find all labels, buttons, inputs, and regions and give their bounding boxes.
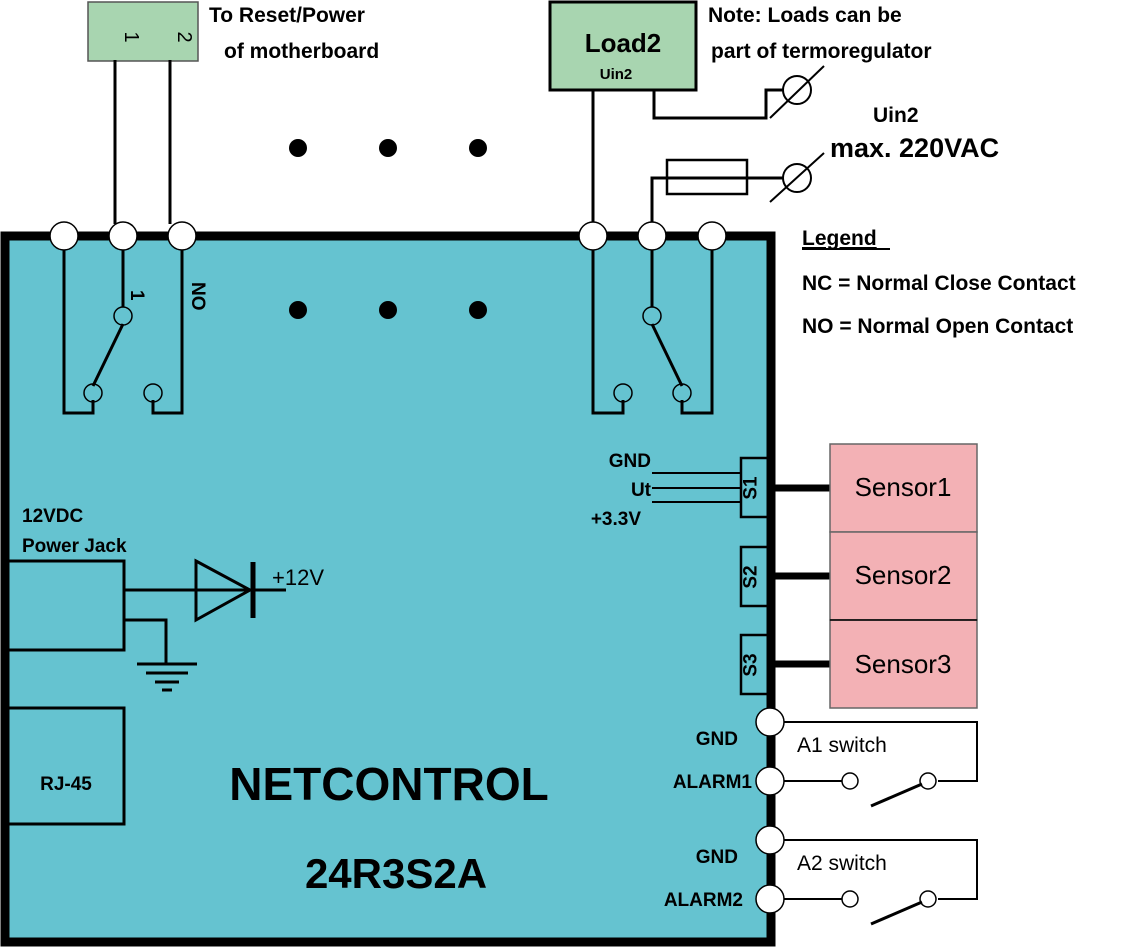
relay1-contact-label: NO <box>187 282 208 311</box>
supply-terminal-2-icon <box>769 152 825 203</box>
alarm1-input-terminal <box>755 766 785 796</box>
connector-pin-2: 2 <box>173 31 195 42</box>
supply-label: Uin2 <box>873 104 919 127</box>
device-model: 24R3S2A <box>305 850 487 897</box>
legend-title: Legend <box>802 227 877 250</box>
load-note-line2: part of termoregulator <box>711 40 932 63</box>
alarm2-gnd-label: GND <box>696 847 738 868</box>
alarm1-gnd-label: GND <box>696 729 738 750</box>
top-terminals <box>49 221 727 251</box>
alarm2-input-label: ALARM2 <box>664 890 743 911</box>
load2-subtitle: Uin2 <box>600 66 633 83</box>
motherboard-connector: 1 2 <box>87 1 199 62</box>
device-name: NETCONTROL <box>229 758 548 810</box>
svg-text:Sensor3: Sensor3 <box>855 649 952 679</box>
svg-text:S2: S2 <box>741 565 762 588</box>
diode-icon <box>194 558 254 623</box>
alarm2-switch-label: A2 switch <box>797 852 887 875</box>
supply-rating: max. 220VAC <box>830 133 999 163</box>
sensor-port-s3: S3 <box>739 633 771 696</box>
load2-box: Load2 Uin2 <box>548 0 698 92</box>
relay1-pin-label: 1 <box>126 290 147 301</box>
alarm1-gnd-terminal <box>755 707 785 737</box>
legend-item-no: NO = Normal Open Contact <box>802 315 1073 338</box>
sensor-pin-gnd: GND <box>609 451 651 472</box>
load-note-line1: Note: Loads can be <box>708 4 902 27</box>
ellipsis-dots-top <box>289 139 487 157</box>
connector-pin-1: 1 <box>120 31 142 42</box>
power-jack <box>6 559 126 652</box>
rj45-port <box>6 706 126 826</box>
sensor-1: Sensor1 <box>829 443 978 533</box>
sensor-3: Sensor3 <box>829 619 978 709</box>
power-label-line2: Power Jack <box>22 536 127 557</box>
alarm2-gnd-terminal <box>755 825 785 855</box>
svg-text:Sensor1: Sensor1 <box>855 472 952 502</box>
supply-terminal-1-icon <box>769 65 825 119</box>
sensor-2: Sensor2 <box>829 531 978 621</box>
alarm2-input-terminal <box>755 884 785 914</box>
load2-title: Load2 <box>585 28 662 58</box>
svg-text:S3: S3 <box>741 653 762 676</box>
sensor-port-s1: S1 <box>739 456 771 519</box>
alarm1-input-label: ALARM1 <box>673 772 753 793</box>
sensor-pin-ut: Ut <box>631 480 652 501</box>
svg-text:Sensor2: Sensor2 <box>855 560 952 590</box>
netcontrol-board <box>0 231 776 947</box>
alarm1-switch-label: A1 switch <box>797 734 887 757</box>
motherboard-label-line2: of motherboard <box>224 40 379 63</box>
power-output-label: +12V <box>272 565 324 590</box>
sensor-port-s2: S2 <box>739 545 771 608</box>
legend-item-nc: NC = Normal Close Contact <box>802 272 1076 295</box>
motherboard-label-line1: To Reset/Power <box>209 4 365 27</box>
rj45-label: RJ-45 <box>40 774 92 795</box>
svg-text:S1: S1 <box>741 476 762 500</box>
ellipsis-dots-board <box>289 301 487 319</box>
ground-icon <box>137 662 197 692</box>
power-label-line1: 12VDC <box>22 506 84 527</box>
sensor-pin-3v3: +3.3V <box>591 509 642 530</box>
